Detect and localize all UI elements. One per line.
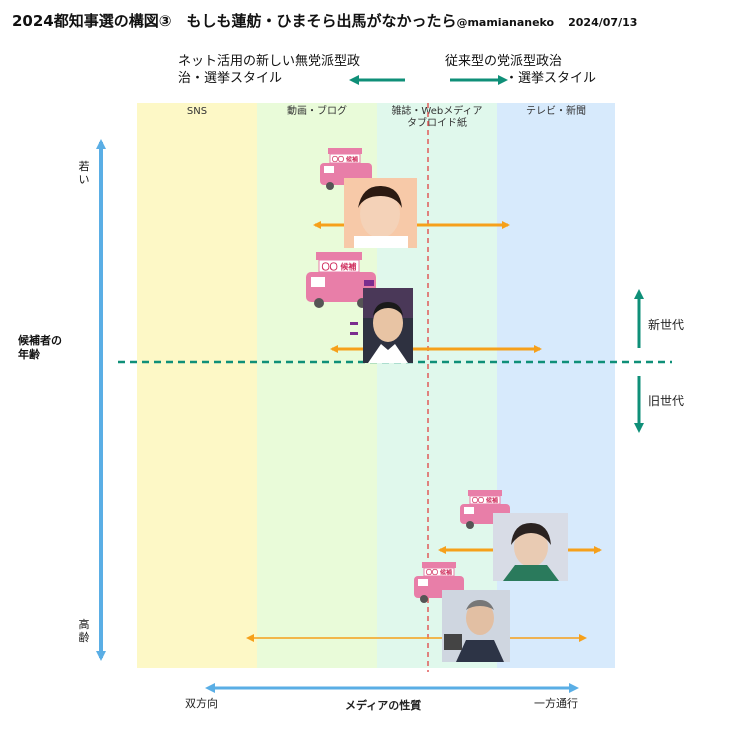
svg-text:〇〇 候補: 〇〇 候補 bbox=[472, 497, 498, 505]
svg-text:〇〇 候補: 〇〇 候補 bbox=[332, 156, 358, 164]
candidate-photo-2 bbox=[363, 288, 413, 363]
svg-text:〇〇 候補: 〇〇 候補 bbox=[426, 569, 452, 577]
age-old-label: 高齢 bbox=[78, 618, 90, 644]
band-label-video: 動画・ブログ bbox=[287, 106, 347, 117]
new-style-label: ネット活用の新しい無党派型政 治・選挙スタイル bbox=[178, 53, 360, 87]
media-one-way-label: 一方通行 bbox=[534, 697, 578, 710]
candidate-photo-3 bbox=[493, 513, 568, 581]
new-style-line2: 治・選挙スタイル bbox=[178, 71, 283, 86]
band-label-tv: テレビ・新聞 bbox=[526, 106, 586, 117]
band-sns bbox=[137, 103, 257, 668]
title-date: 2024/07/13 bbox=[568, 16, 638, 29]
new-style-line1: ネット活用の新しい無党派型政 bbox=[178, 54, 361, 69]
age-axis-title-line1: 候補者の bbox=[18, 334, 62, 347]
band-label-sns: SNS bbox=[186, 106, 208, 117]
campaign-car-icon: 〇〇 候補 bbox=[306, 252, 376, 335]
age-axis-title-line2: 年齢 bbox=[18, 348, 40, 361]
old-style-line2: ・選挙スタイル bbox=[505, 71, 597, 86]
candidate-photo-4 bbox=[442, 590, 510, 662]
title-main: 2024都知事選の構図③ もしも蓮舫・ひまそら出馬がなかったら bbox=[12, 12, 457, 30]
age-axis-title: 候補者の 年齢 bbox=[18, 334, 62, 362]
old-style-label: 従来型の党派型政治 ・選挙スタイル bbox=[445, 53, 596, 87]
band-label-magazine: 雑誌・Webメディア タブロイド紙 bbox=[391, 106, 483, 129]
new-generation-label: 新世代 bbox=[648, 318, 685, 332]
candidate-photo-1 bbox=[344, 178, 417, 248]
old-style-line1: 従来型の党派型政治 bbox=[445, 54, 563, 69]
media-two-way-label: 双方向 bbox=[185, 697, 218, 710]
media-axis-title: メディアの性質 bbox=[345, 699, 422, 712]
age-young-label: 若い bbox=[78, 160, 90, 186]
svg-text:〇〇 候補: 〇〇 候補 bbox=[322, 262, 357, 272]
page-title: 2024都知事選の構図③ もしも蓮舫・ひまそら出馬がなかったら@mamianan… bbox=[12, 10, 637, 31]
old-generation-label: 旧世代 bbox=[648, 394, 685, 408]
title-handle: @mamiananeko bbox=[456, 16, 555, 29]
